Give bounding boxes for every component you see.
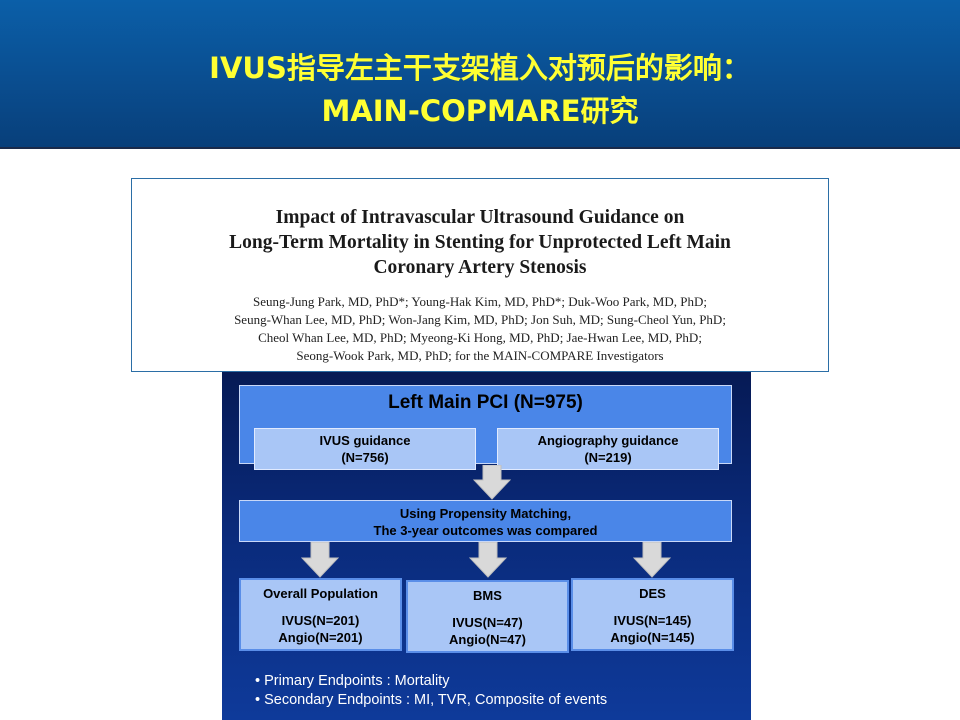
- group-angio-n: Angio(N=47): [449, 632, 526, 647]
- group-title: BMS: [473, 588, 502, 603]
- paper-title: Impact of Intravascular Ultrasound Guida…: [132, 205, 828, 280]
- propensity-line-1: Using Propensity Matching,: [399, 506, 572, 521]
- angiography-guidance-box: Angiography guidance (N=219): [497, 428, 719, 470]
- endpoints-list: • Primary Endpoints : Mortality • Second…: [255, 672, 607, 710]
- group-title: Overall Population: [263, 586, 378, 601]
- paper-header-box: Impact of Intravascular Ultrasound Guida…: [131, 178, 829, 372]
- secondary-endpoints: • Secondary Endpoints : MI, TVR, Composi…: [255, 692, 608, 708]
- author-line: Seung-Jung Park, MD, PhD*; Young-Hak Kim…: [253, 294, 707, 309]
- angiography-guidance-n: (N=219): [584, 450, 632, 465]
- group-ivus-n: IVUS(N=47): [452, 615, 523, 630]
- angiography-guidance-label: Angiography guidance: [537, 433, 679, 448]
- paper-title-line: Long-Term Mortality in Stenting for Unpr…: [229, 232, 731, 253]
- group-overall-population: Overall Population IVUS(N=201) Angio(N=2…: [239, 578, 402, 651]
- paper-title-line: Impact of Intravascular Ultrasound Guida…: [275, 207, 685, 228]
- group-title: DES: [639, 586, 666, 601]
- propensity-line-2: The 3-year outcomes was compared: [373, 523, 598, 538]
- group-values: IVUS(N=201) Angio(N=201): [241, 612, 400, 646]
- slide-title-bar: IVUS指导左主干支架植入对预后的影响： MAIN-COPMARE研究: [0, 0, 960, 149]
- group-angio-n: Angio(N=145): [610, 630, 695, 645]
- group-values: IVUS(N=145) Angio(N=145): [573, 612, 732, 646]
- author-line: Cheol Whan Lee, MD, PhD; Myeong-Ki Hong,…: [258, 330, 702, 345]
- paper-authors: Seung-Jung Park, MD, PhD*; Young-Hak Kim…: [132, 293, 828, 365]
- study-flowchart: Left Main PCI (N=975) IVUS guidance (N=7…: [222, 372, 751, 720]
- group-ivus-n: IVUS(N=201): [281, 613, 360, 628]
- ivus-guidance-n: (N=756): [341, 450, 389, 465]
- down-arrow-icon: [301, 542, 339, 578]
- author-line: Seong-Wook Park, MD, PhD; for the MAIN-C…: [296, 348, 664, 363]
- paper-title-line: Coronary Artery Stenosis: [373, 257, 587, 278]
- author-line: Seung-Whan Lee, MD, PhD; Won-Jang Kim, M…: [234, 312, 726, 327]
- down-arrow-icon: [633, 542, 671, 578]
- primary-endpoints: • Primary Endpoints : Mortality: [255, 673, 450, 689]
- left-main-pci-box: Left Main PCI (N=975) IVUS guidance (N=7…: [239, 385, 732, 470]
- group-des: DES IVUS(N=145) Angio(N=145): [571, 578, 734, 651]
- group-angio-n: Angio(N=201): [278, 630, 363, 645]
- left-main-pci-title: Left Main PCI (N=975): [388, 392, 583, 413]
- slide-title-line-2: MAIN-COPMARE研究: [321, 94, 639, 128]
- group-values: IVUS(N=47) Angio(N=47): [408, 614, 567, 648]
- slide-title-line-1: IVUS指导左主干支架植入对预后的影响：: [209, 51, 751, 85]
- group-ivus-n: IVUS(N=145): [613, 613, 692, 628]
- down-arrow-icon: [469, 542, 507, 578]
- down-arrow-icon: [473, 465, 511, 500]
- group-bms: BMS IVUS(N=47) Angio(N=47): [406, 580, 569, 653]
- propensity-matching-box: Using Propensity Matching, The 3-year ou…: [239, 500, 732, 542]
- ivus-guidance-box: IVUS guidance (N=756): [254, 428, 476, 470]
- ivus-guidance-label: IVUS guidance: [319, 433, 411, 448]
